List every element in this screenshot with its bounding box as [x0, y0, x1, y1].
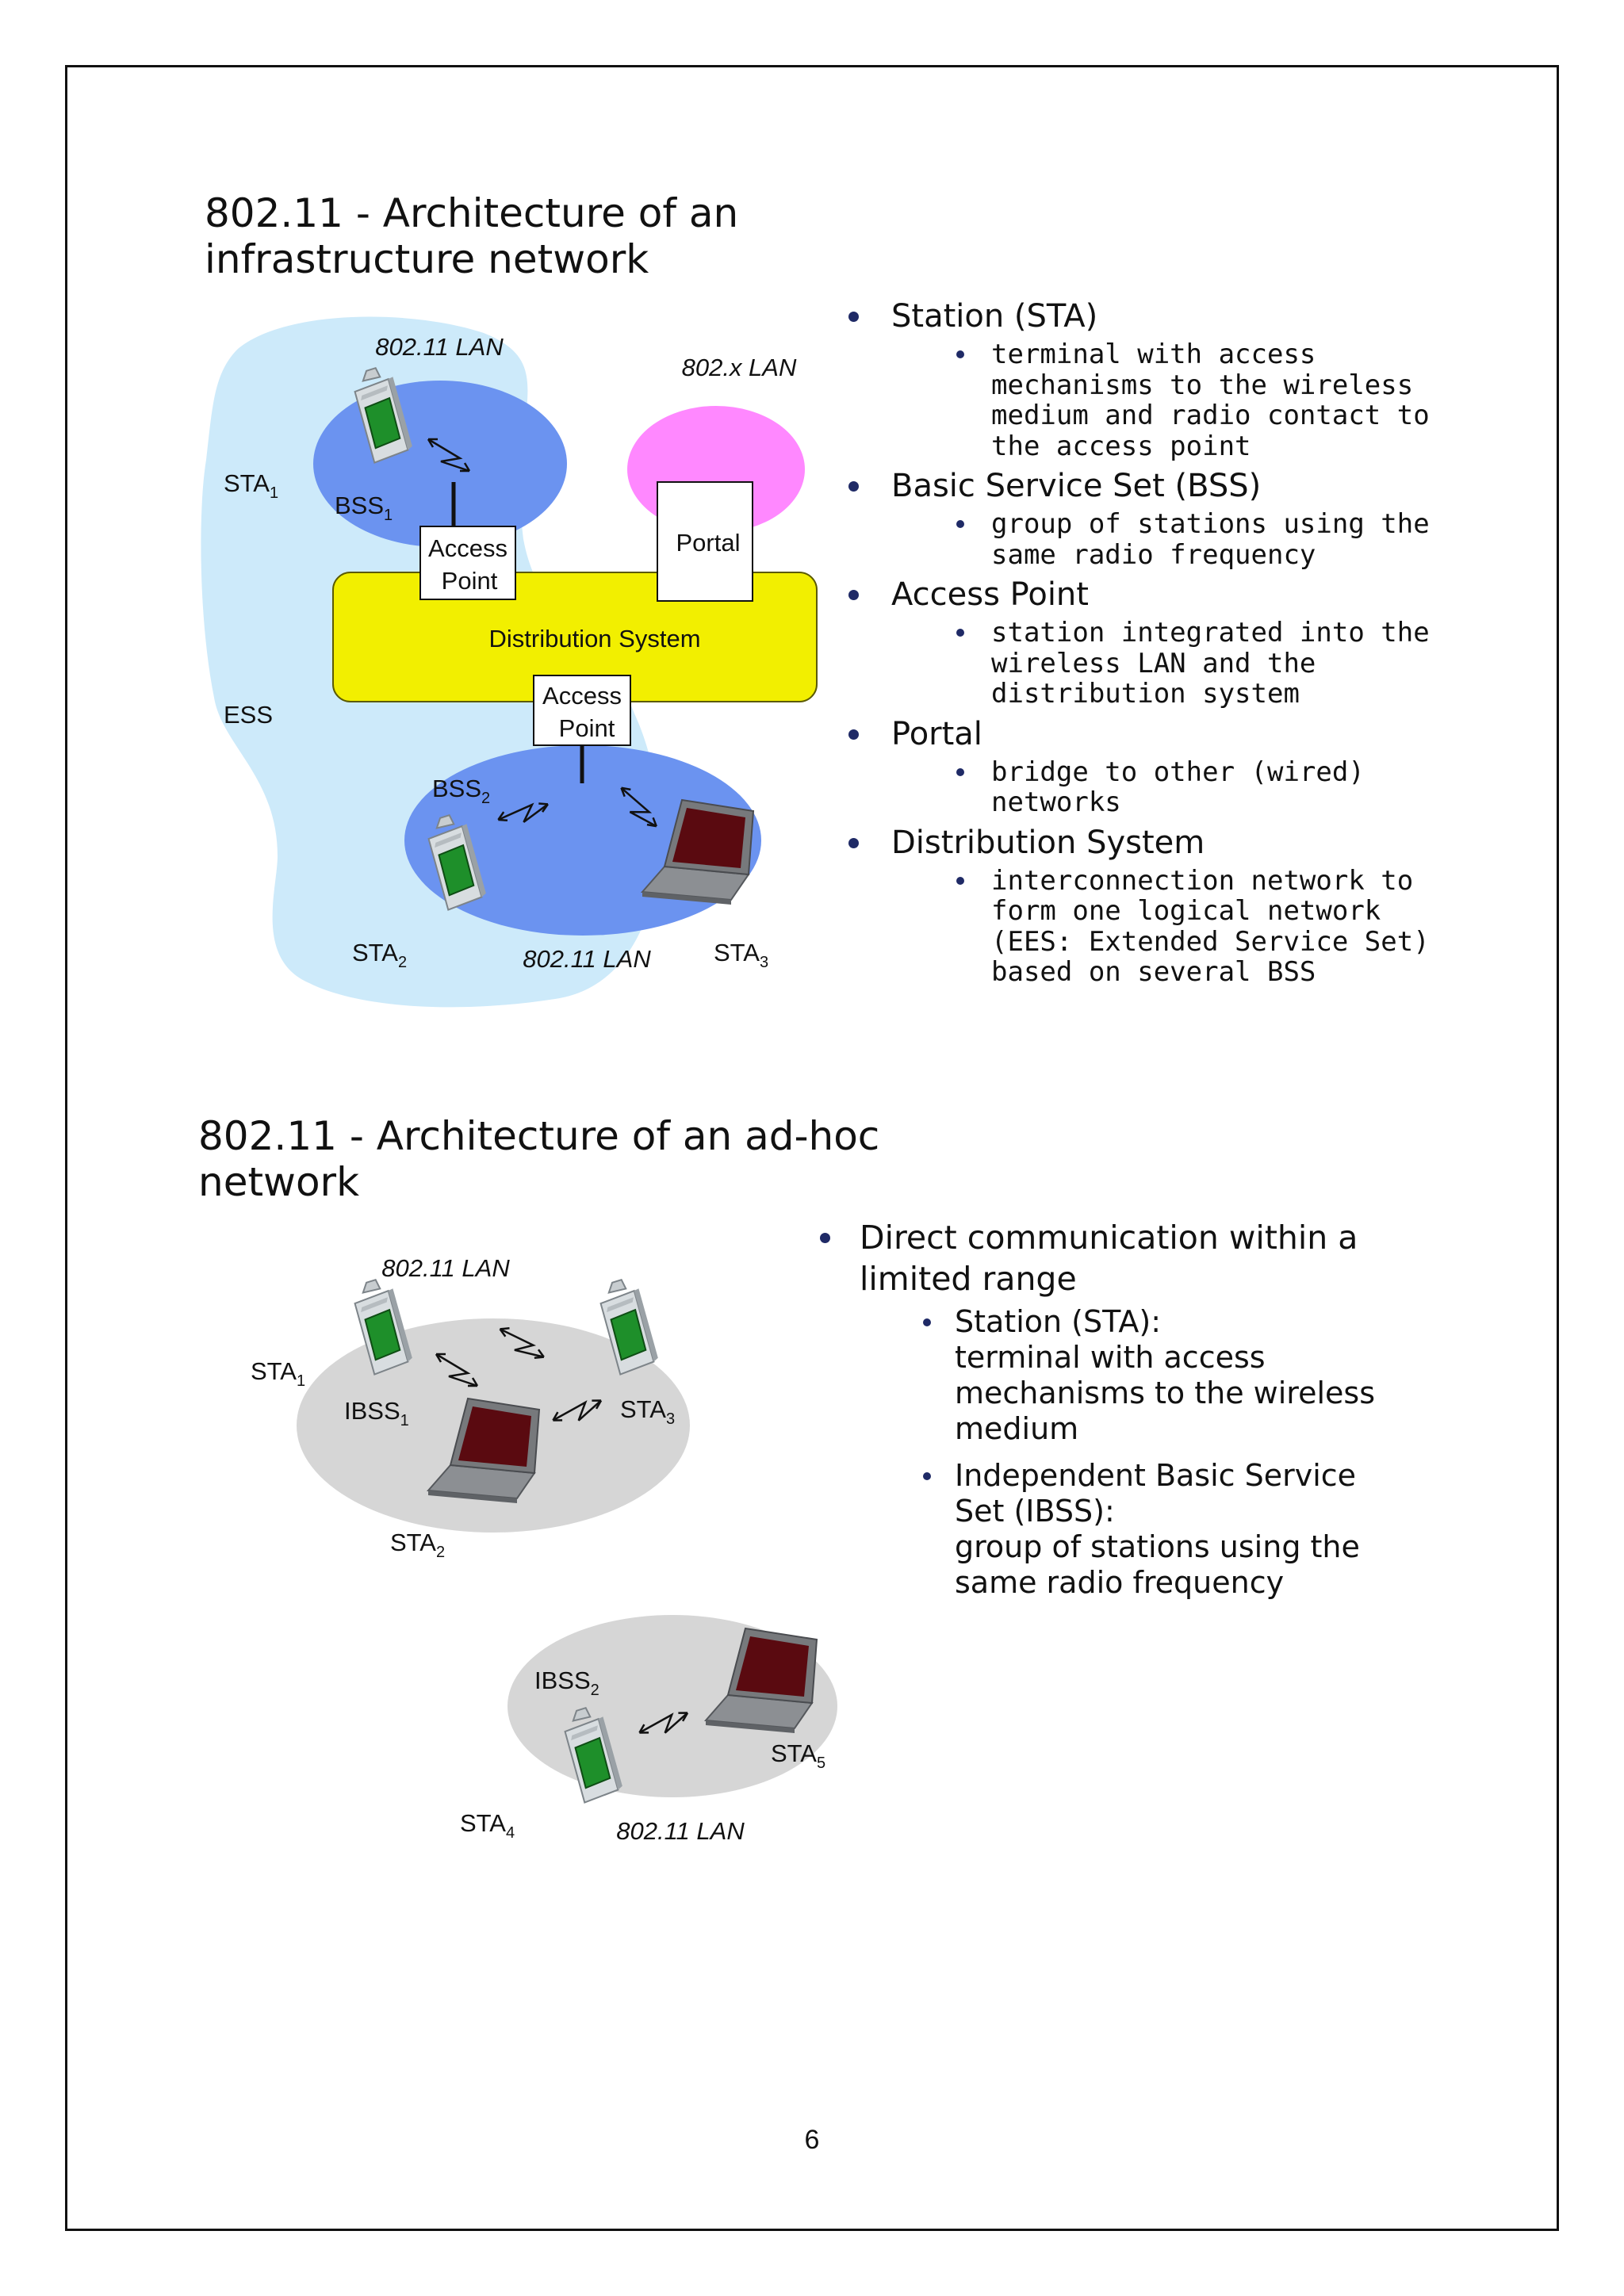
access-point-2-label-line2: Point [559, 714, 615, 742]
portal-box [657, 481, 753, 602]
sta2-label: STA2 [352, 939, 407, 971]
sta3-label: STA3 [714, 939, 768, 971]
bullet-adhoc-station-label: Station (STA): [955, 1304, 1162, 1339]
lan-bottom-label: 802.11 LAN [523, 945, 651, 973]
adhoc-sta2-label: STA2 [390, 1529, 445, 1561]
bullet-adhoc-station: Station (STA): terminal with access mech… [923, 1304, 1388, 1447]
infrastructure-diagram: Distribution System Access Point Portal … [201, 316, 818, 1008]
adhoc-lan-bottom-label: 802.11 LAN [616, 1817, 745, 1845]
bullet-ibss-detail: group of stations using the same radio f… [955, 1529, 1360, 1600]
page-number: 6 [804, 2125, 820, 2155]
bullet-station: Station (STA) terminal with access mecha… [845, 298, 1448, 461]
adhoc-sta4-label: STA4 [460, 1809, 515, 1842]
bullet-distribution-system-detail: interconnection network to form one logi… [956, 865, 1448, 988]
distribution-system-label: Distribution System [488, 625, 700, 652]
adhoc-sta5-label: STA5 [771, 1739, 825, 1772]
bullet-direct-communication-label: Direct communication within a limited ra… [860, 1219, 1358, 1298]
adhoc-sta3-label: STA3 [620, 1395, 675, 1428]
bullet-distribution-system: Distribution System interconnection netw… [845, 825, 1448, 988]
infrastructure-title-line1: 802.11 - Architecture of an [205, 190, 739, 236]
bullet-bss: Basic Service Set (BSS) group of station… [845, 468, 1448, 570]
infrastructure-bullet-list: Station (STA) terminal with access mecha… [845, 298, 1448, 994]
lan-x-label: 802.x LAN [682, 354, 797, 381]
bullet-access-point-label: Access Point [891, 576, 1089, 613]
bss2-label: BSS2 [432, 775, 490, 807]
bullet-ibss: Independent Basic Service Set (IBSS): gr… [923, 1458, 1388, 1601]
access-point-2-box [533, 675, 631, 746]
bullet-access-point-detail: station integrated into the wireless LAN… [956, 618, 1448, 710]
access-point-1-label-line1: Access [428, 534, 508, 562]
bullet-portal: Portal bridge to other (wired) networks [845, 716, 1448, 818]
infrastructure-title-line2: infrastructure network [205, 236, 649, 282]
access-point-1-box [419, 526, 516, 600]
bullet-bss-label: Basic Service Set (BSS) [891, 468, 1262, 504]
lan-top-label: 802.11 LAN [375, 333, 504, 361]
portal-label: Portal [676, 529, 741, 557]
access-point-2-label-line1: Access [542, 682, 622, 710]
bullet-station-detail: terminal with access mechanisms to the w… [956, 339, 1448, 461]
ibss2-label: IBSS2 [534, 1667, 599, 1699]
sta1-label: STA1 [224, 469, 278, 502]
infrastructure-title: 802.11 - Architecture of an infrastructu… [205, 190, 918, 282]
bullet-ibss-label: Independent Basic Service Set (IBSS): [955, 1458, 1357, 1529]
access-point-1-label-line2: Point [442, 567, 498, 595]
bullet-direct-communication: Direct communication within a limited ra… [817, 1217, 1388, 1601]
bullet-adhoc-station-detail: terminal with access mechanisms to the w… [955, 1340, 1375, 1446]
adhoc-title-line1: 802.11 - Architecture of an ad-hoc [198, 1113, 880, 1159]
bss1-circle [313, 381, 567, 547]
bullet-station-label: Station (STA) [891, 298, 1098, 335]
bss1-label: BSS1 [335, 492, 393, 524]
ess-label: ESS [224, 701, 273, 729]
adhoc-title: 802.11 - Architecture of an ad-hoc netwo… [198, 1113, 1071, 1205]
bullet-portal-label: Portal [891, 715, 982, 752]
adhoc-bullet-list: Direct communication within a limited ra… [817, 1217, 1388, 1612]
bullet-bss-detail: group of stations using the same radio f… [956, 509, 1448, 570]
ibss1-label: IBSS1 [344, 1397, 409, 1429]
page-border [65, 65, 1559, 2231]
bullet-distribution-system-label: Distribution System [891, 824, 1205, 861]
adhoc-title-line2: network [198, 1159, 360, 1205]
bullet-portal-detail: bridge to other (wired) networks [956, 756, 1448, 818]
adhoc-lan-top-label: 802.11 LAN [381, 1254, 510, 1282]
adhoc-sta1-label: STA1 [251, 1357, 305, 1390]
bullet-access-point: Access Point station integrated into the… [845, 576, 1448, 710]
adhoc-diagram: 802.11 LAN 802.11 LAN STA1 IBSS1 STA3 ST… [251, 1254, 837, 1845]
